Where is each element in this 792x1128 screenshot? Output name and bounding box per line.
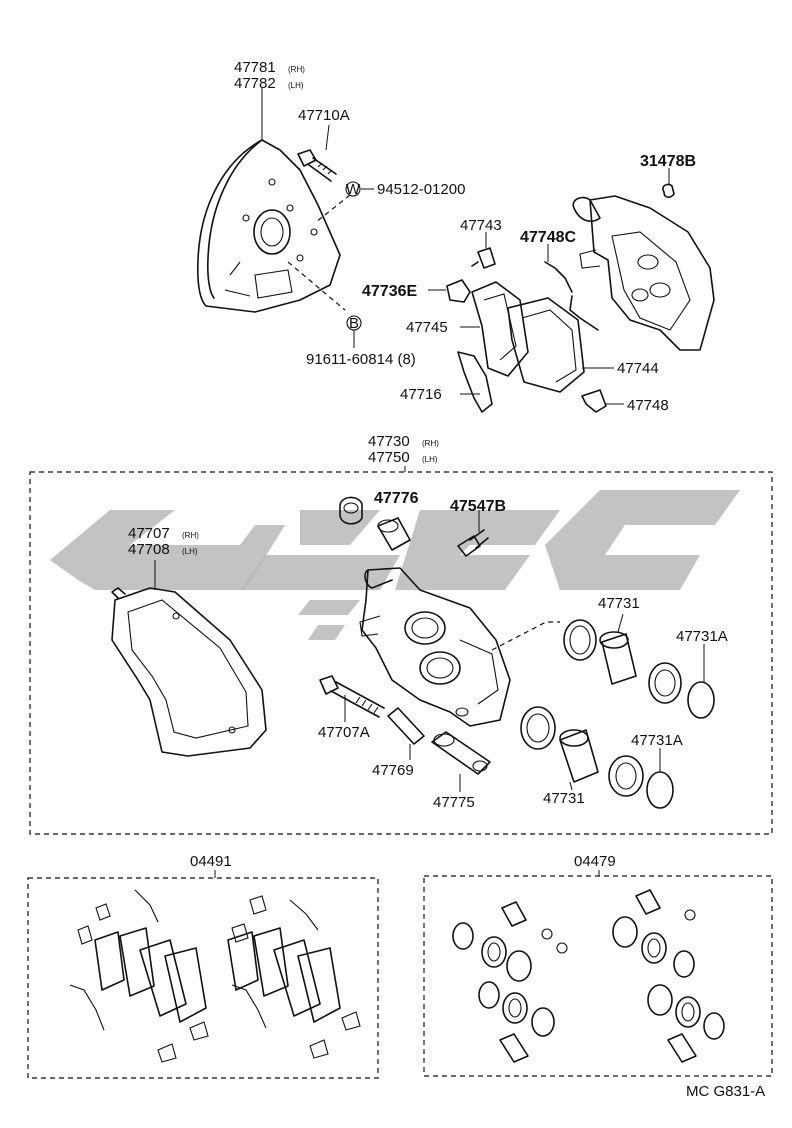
label-caliper-rh-side: (RH)	[422, 439, 439, 448]
boot-lower-icon	[608, 755, 644, 797]
label-pin-47769: 47769	[372, 762, 414, 779]
label-caliper-lh: 47750	[368, 449, 410, 466]
caliper-assembly-box	[29, 471, 773, 835]
washer-symbol-icon	[345, 181, 361, 197]
seal-ring-lower-icon	[520, 706, 556, 750]
label-shield-lh: 47782	[234, 75, 276, 92]
label-ring-upper: 47731A	[676, 628, 728, 645]
bolt-47707a-icon	[319, 675, 385, 718]
ring-lower-icon	[646, 771, 674, 809]
label-piston-lower: 47731	[543, 790, 585, 807]
label-bolt-91611: 91611-60814 (8)	[306, 351, 416, 368]
cap-47776-cup-icon	[339, 496, 363, 525]
caliper-housing-top	[572, 195, 715, 351]
label-cap-47776: 47776	[374, 490, 419, 507]
dust-shield	[197, 139, 341, 313]
label-kit-pads: 04491	[190, 853, 232, 870]
plate-47736e-icon	[446, 279, 471, 303]
bleeder-47547b-icon	[457, 529, 489, 557]
kit-04491-contents-icon	[69, 889, 361, 1063]
label-spring-47716: 47716	[400, 386, 442, 403]
label-bolt-top: 47710A	[298, 107, 350, 124]
label-mount-lh: 47708	[128, 541, 170, 558]
kit-04479-contents-icon	[452, 889, 725, 1063]
bolt-47710a-icon	[297, 149, 337, 182]
label-spring-47748c: 47748C	[520, 229, 576, 246]
diagram-code: MC G831-A	[686, 1083, 765, 1100]
boot-47775-icon	[431, 731, 491, 775]
mount-bracket-icon	[111, 587, 267, 757]
pad-47744-icon	[507, 297, 585, 393]
label-shield-rh-side: (RH)	[288, 65, 305, 74]
label-ring-lower: 47731A	[631, 732, 683, 749]
label-plate-47736e: 47736E	[362, 283, 417, 300]
label-pad-47744: 47744	[617, 360, 659, 377]
label-mount-rh-side: (RH)	[182, 531, 199, 540]
label-mount-lh-side: (LH)	[182, 547, 198, 556]
clip-47748-icon	[581, 389, 607, 413]
label-boot-47775: 47775	[433, 794, 475, 811]
watermark-logo	[50, 490, 740, 640]
cap-31478b-icon	[662, 183, 675, 198]
seal-ring-upper-icon	[563, 619, 597, 661]
clip-47743-icon	[471, 247, 496, 269]
label-shield-rh: 47781	[234, 59, 276, 76]
piston-upper-icon	[599, 631, 637, 685]
label-clip-47743: 47743	[460, 217, 502, 234]
label-cap-31478b: 31478B	[640, 153, 696, 170]
label-caliper-rh: 47730	[368, 433, 410, 450]
label-mount-rh: 47707	[128, 525, 170, 542]
kit-04479-box	[423, 875, 773, 1077]
pin-47769-icon	[387, 707, 425, 745]
piston-lower-icon	[559, 729, 599, 783]
label-washer: 94512-01200	[377, 181, 465, 198]
caliper-body-icon	[359, 567, 511, 727]
bolt-symbol-label: B	[349, 315, 359, 332]
label-caliper-lh-side: (LH)	[422, 455, 438, 464]
cap-47776-icon	[377, 517, 411, 551]
label-piston-upper: 47731	[598, 595, 640, 612]
spring-47748c-icon	[544, 261, 599, 331]
kit-04491-box	[27, 877, 379, 1079]
ring-upper-icon	[687, 681, 715, 719]
washer-symbol-label: W	[346, 181, 361, 198]
label-shield-lh-side: (LH)	[288, 81, 304, 90]
pad-47745-icon	[471, 281, 529, 377]
spring-47716-icon	[457, 351, 493, 413]
boot-upper-icon	[648, 662, 682, 704]
label-pad-47745: 47745	[406, 319, 448, 336]
label-bleeder-47547b: 47547B	[450, 498, 506, 515]
label-bolt-47707a: 47707A	[318, 724, 370, 741]
label-clip-47748: 47748	[627, 397, 669, 414]
label-kit-seals: 04479	[574, 853, 616, 870]
